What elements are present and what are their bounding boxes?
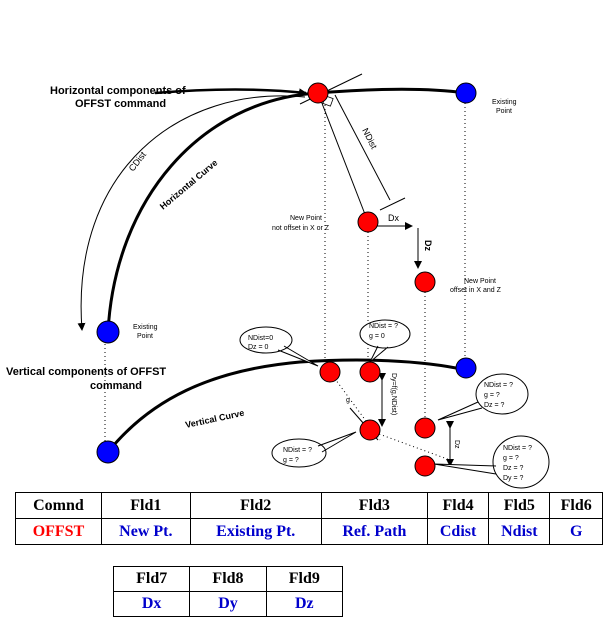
callout-e-line3: Dz = ? — [503, 465, 524, 472]
new-point-2-line2: offset in X and Z — [450, 287, 502, 294]
table-header-cell: Fld2 — [189, 492, 322, 519]
table-cell: Dx — [112, 591, 191, 617]
dz-label: Dz — [423, 240, 433, 251]
table-header-cell: Fld4 — [426, 492, 490, 519]
callout-e-line4: Dy = ? — [503, 475, 524, 482]
dy-formula-label: Dy=f(g,NDist) — [390, 373, 397, 415]
table-cell: Dz — [265, 591, 344, 617]
blue-point-vertical-left — [96, 440, 120, 464]
callout-a-line1: NDist=0 — [248, 335, 273, 342]
blue-point-top-existing — [455, 82, 477, 104]
vertical-curve-label: Vertical Curve — [184, 408, 245, 430]
table-row: OFFST New Pt. Existing Pt. Ref. Path Cdi… — [15, 518, 603, 545]
callout-d-line2: g = ? — [283, 457, 299, 464]
red-point-vertical-1 — [319, 361, 341, 383]
red-point-vertical-4 — [414, 417, 436, 439]
red-point-new-1 — [357, 211, 379, 233]
table-cell: Existing Pt. — [189, 518, 322, 545]
callout-c-line1: NDist = ? — [484, 382, 513, 389]
g-label: g — [346, 397, 350, 404]
vertical-title-line1: Vertical components of OFFST — [6, 366, 166, 378]
horizontal-title-line1: Horizontal components of — [50, 85, 186, 97]
normal-line — [317, 92, 369, 223]
vertical-curve — [106, 358, 467, 453]
dz-small-label: Dz — [453, 440, 460, 449]
projection-line-6 — [367, 429, 451, 461]
existing-point-left-line2: Point — [137, 333, 153, 340]
existing-point-top-line2: Point — [496, 108, 512, 115]
callout-b-line2: g = 0 — [369, 333, 385, 340]
table-cell: New Pt. — [100, 518, 191, 545]
blue-point-vertical-existing — [455, 357, 477, 379]
red-point-top — [307, 82, 329, 104]
callout-e-line2: g = ? — [503, 455, 519, 462]
callout-d: NDist = ? g = ? — [271, 431, 357, 468]
title-pointer-arrow — [154, 88, 307, 97]
horizontal-title-line2: OFFST command — [75, 98, 166, 110]
existing-point-left-line1: Existing — [133, 324, 158, 331]
ndist-tick — [379, 197, 406, 211]
table-header-cell: Fld3 — [320, 492, 428, 519]
callout-e: NDist = ? g = ? Dz = ? Dy = ? — [433, 435, 550, 489]
callout-c-line3: Dz = ? — [484, 402, 505, 409]
callout-c-line2: g = ? — [484, 392, 500, 399]
horizontal-curve-label: Horizontal Curve — [158, 158, 220, 212]
red-point-vertical-3 — [359, 419, 381, 441]
table-header-row: Comnd Fld1 Fld2 Fld3 Fld4 Fld5 Fld6 — [15, 492, 603, 519]
table-cell: Ndist — [488, 518, 551, 545]
callout-d-line1: NDist = ? — [283, 447, 312, 454]
dx-label: Dx — [388, 213, 399, 223]
callout-a: NDist=0 Dz = 0 — [239, 326, 319, 367]
cdist-arrow — [77, 95, 306, 331]
callout-c: NDist = ? g = ? Dz = ? — [437, 373, 529, 421]
table-header-cell: Comnd — [15, 492, 102, 519]
table-cell: Cdist — [426, 518, 490, 545]
table-row: Dx Dy Dz — [112, 591, 344, 617]
ndist-dimension-line — [334, 94, 391, 201]
table-cell: G — [549, 518, 603, 545]
new-point-1-line2: not offset in X or Z — [272, 225, 330, 232]
table-header-row: Fld7 Fld8 Fld9 — [112, 566, 344, 592]
horizontal-curve — [106, 87, 467, 333]
existing-point-top-line1: Existing — [492, 99, 517, 106]
table-header-cell: Fld7 — [112, 566, 191, 592]
callout-a-line2: Dz = 0 — [248, 344, 269, 351]
table-header-cell: Fld1 — [100, 492, 191, 519]
red-point-new-2 — [414, 271, 436, 293]
new-point-1-line1: New Point — [290, 215, 322, 222]
new-point-2-line1: New Point — [464, 278, 496, 285]
red-point-vertical-2 — [359, 361, 381, 383]
table-cell: Ref. Path — [320, 518, 428, 545]
ndist-label: NDist — [360, 126, 379, 151]
red-point-vertical-5 — [414, 455, 436, 477]
table-header-cell: Fld6 — [549, 492, 603, 519]
offst-diagram: Horizontal components of OFFST command V… — [6, 73, 550, 489]
table-header-cell: Fld9 — [265, 566, 344, 592]
vertical-title-line2: command — [90, 380, 142, 392]
table-cell: OFFST — [15, 518, 102, 545]
table-header-cell: Fld8 — [189, 566, 267, 592]
command-fields-table-2: Fld7 Fld8 Fld9 Dx Dy Dz — [112, 566, 344, 617]
table-cell: Dy — [189, 591, 267, 617]
callout-e-line1: NDist = ? — [503, 445, 532, 452]
table-header-cell: Fld5 — [488, 492, 551, 519]
callout-b-line1: NDist = ? — [369, 323, 398, 330]
blue-point-left-existing — [96, 320, 120, 344]
command-fields-table-1: Comnd Fld1 Fld2 Fld3 Fld4 Fld5 Fld6 OFFS… — [15, 492, 603, 545]
callout-b: NDist = ? g = 0 — [359, 319, 411, 363]
